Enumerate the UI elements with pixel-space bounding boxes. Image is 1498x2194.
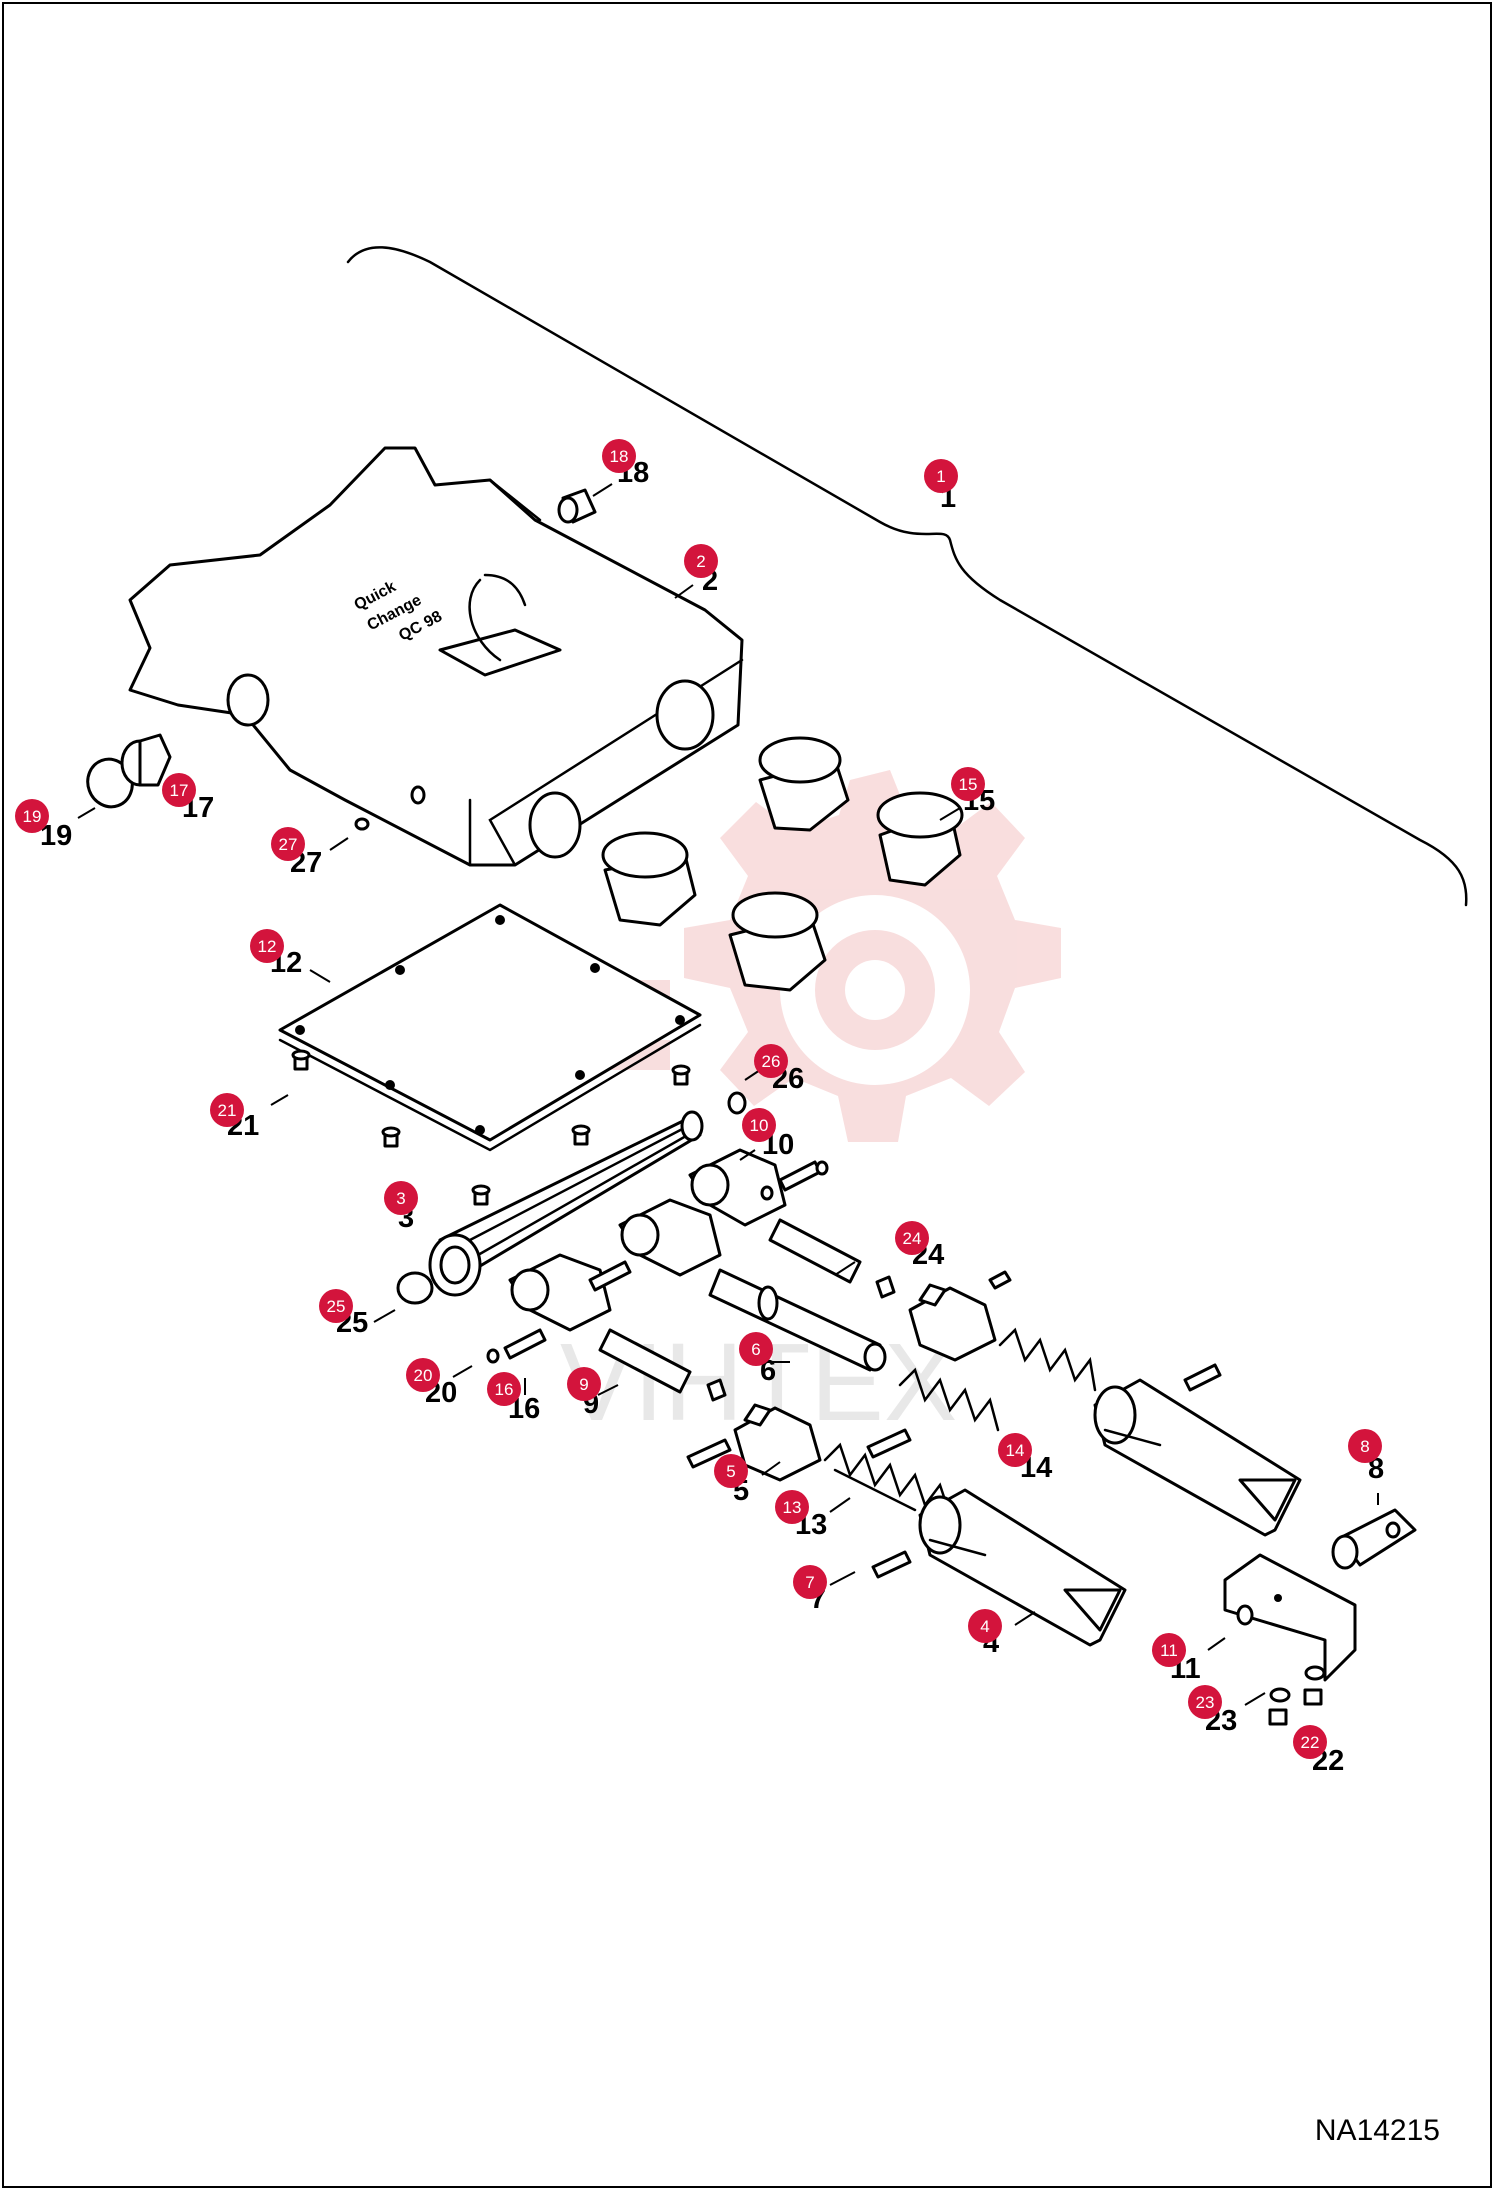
link-9-b [768,1218,862,1284]
oring-26 [727,1091,747,1115]
svg-text:16: 16 [495,1380,514,1399]
locking-pin-4-a [918,1488,1127,1647]
svg-text:2: 2 [696,552,705,571]
callout-badge-18[interactable]: 18 [602,439,636,473]
callout-badge-7[interactable]: 7 [793,1565,827,1599]
callout-badge-2[interactable]: 2 [684,544,718,578]
oring-25 [396,1271,434,1305]
svg-text:11: 11 [1160,1641,1178,1660]
callout-badge-12[interactable]: 12 [250,929,284,963]
pin-8 [1331,1508,1417,1570]
svg-text:25: 25 [327,1297,346,1316]
bushing-15-a [758,736,850,832]
svg-text:15: 15 [959,775,978,794]
arm-10-a [508,1253,612,1332]
callout-badge-25[interactable]: 25 [319,1289,353,1323]
svg-text:9: 9 [579,1375,588,1394]
callout-badge-20[interactable]: 20 [406,1358,440,1392]
svg-text:4: 4 [980,1617,989,1636]
svg-text:14: 14 [1006,1441,1025,1460]
svg-text:18: 18 [610,447,629,466]
locking-pin-4-b [1093,1378,1302,1537]
assembly-bracket [346,246,1468,907]
callout-badge-1[interactable]: 1 [924,459,958,493]
slide-5-b [908,1283,997,1362]
arm-10-b [618,1198,722,1277]
quick-change-housing: Quick Change QC 98 [128,446,744,867]
pin-16 [486,1160,829,1364]
pin-24 [706,1275,896,1402]
splined-shaft-3 [428,1110,704,1297]
callout-badge-23[interactable]: 23 [1188,1685,1222,1719]
svg-text:12: 12 [258,937,277,956]
svg-text:17: 17 [170,781,189,800]
svg-text:21: 21 [218,1101,237,1120]
svg-text:13: 13 [783,1498,802,1517]
washer-23 [1269,1665,1326,1703]
svg-text:27: 27 [279,835,298,854]
spring-14-b [998,1327,1097,1392]
rod-6 [708,1268,887,1372]
bolt-21 [291,1049,691,1206]
svg-text:3: 3 [396,1189,405,1208]
arm-10-c [688,1148,787,1227]
pin-18 [557,488,597,524]
callout-badge-6[interactable]: 6 [739,1332,773,1366]
callout-badge-27[interactable]: 27 [271,827,305,861]
svg-text:26: 26 [762,1052,781,1071]
svg-text:8: 8 [1360,1437,1369,1456]
callout-badge-22[interactable]: 22 [1293,1725,1327,1759]
callout-badge-15[interactable]: 15 [951,767,985,801]
callout-badge-19[interactable]: 19 [15,799,49,833]
bushing-15-c [601,831,697,927]
cover-plate-12 [278,903,702,1152]
callout-badge-4[interactable]: 4 [968,1609,1002,1643]
callout-badge-13[interactable]: 13 [775,1490,809,1524]
callout-badge-26[interactable]: 26 [754,1044,788,1078]
svg-text:20: 20 [414,1366,433,1385]
bushing-15-b [876,791,964,887]
spring-14-a [898,1367,1000,1432]
callout-badge-17[interactable]: 17 [162,773,196,807]
svg-text:5: 5 [726,1462,735,1481]
svg-text:24: 24 [903,1229,922,1248]
callout-badges: 1 2 3 4 5 6 7 8 9 10 11 12 13 14 15 16 1… [15,439,1382,1759]
callout-badge-11[interactable]: 11 [1152,1633,1186,1667]
link-9-a [598,1328,692,1394]
svg-text:7: 7 [805,1573,814,1592]
callout-badge-8[interactable]: 8 [1348,1429,1382,1463]
bushing-15-d [728,891,827,992]
svg-text:22: 22 [1301,1733,1320,1752]
screw-27 [354,817,370,831]
bolt-22 [1268,1688,1323,1726]
svg-text:19: 19 [23,807,42,826]
callout-badge-24[interactable]: 24 [895,1221,929,1255]
pin-7 [686,1270,1222,1579]
svg-text:1: 1 [936,467,945,486]
callout-badge-9[interactable]: 9 [567,1367,601,1401]
callout-badge-14[interactable]: 14 [998,1433,1032,1467]
drawing-number: NA14215 [1314,2114,1440,2147]
svg-text:23: 23 [1196,1693,1215,1712]
bracket-11 [1223,1553,1357,1682]
spring-13 [823,1442,952,1517]
callout-badge-5[interactable]: 5 [714,1454,748,1488]
callout-badge-3[interactable]: 3 [384,1181,418,1215]
callout-badge-21[interactable]: 21 [210,1093,244,1127]
svg-text:6: 6 [751,1340,760,1359]
callout-badge-10[interactable]: 10 [742,1108,776,1142]
svg-text:10: 10 [750,1116,769,1135]
bushing-17 [120,733,172,787]
callout-badge-16[interactable]: 16 [487,1372,521,1406]
